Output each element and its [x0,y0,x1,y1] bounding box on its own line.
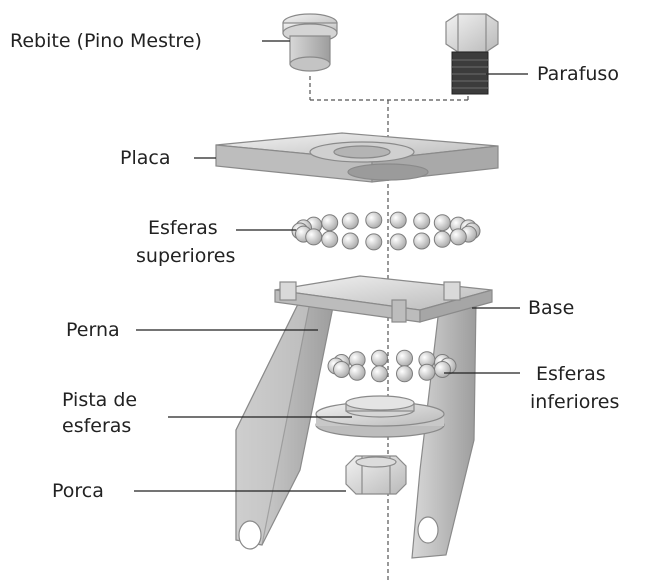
label-esferas-inferiores-2: inferiores [530,391,620,413]
ball [389,211,407,229]
rivet-part [282,13,338,72]
ball [389,233,407,251]
ball [305,228,323,246]
ball [433,230,451,248]
ball [371,365,388,383]
ball [321,230,339,248]
bolt-part [445,13,499,95]
label-rebite: Rebite (Pino Mestre) [10,30,202,52]
ball [365,211,383,229]
ball [449,228,467,246]
ball [418,363,436,381]
label-esferas-superiores-2: superiores [136,245,236,267]
ball [371,349,388,367]
ball [396,365,413,383]
ball [348,363,366,381]
label-porca: Porca [52,480,104,502]
ball [413,232,431,250]
leader-lines [134,40,528,492]
ball [341,212,359,230]
ball [333,361,350,378]
base-part [274,275,493,323]
label-placa: Placa [120,147,171,169]
label-pista-1: Pista de [62,389,138,411]
nut-part [345,455,407,495]
label-base: Base [528,297,575,319]
ball [365,233,383,251]
ball [433,214,451,232]
ball [321,214,339,232]
label-perna: Perna [66,319,120,341]
label-esferas-superiores-1: Esferas [148,217,218,239]
leg-part [235,299,477,559]
label-parafuso: Parafuso [537,63,619,85]
ball [396,349,413,367]
ball [341,232,359,250]
upper-balls [291,211,481,251]
label-esferas-inferiores-1: Esferas [536,363,606,385]
label-pista-2: esferas [62,415,132,437]
ball [434,361,451,378]
plate-part [215,132,499,183]
lower-balls [327,349,457,383]
ball [413,212,431,230]
